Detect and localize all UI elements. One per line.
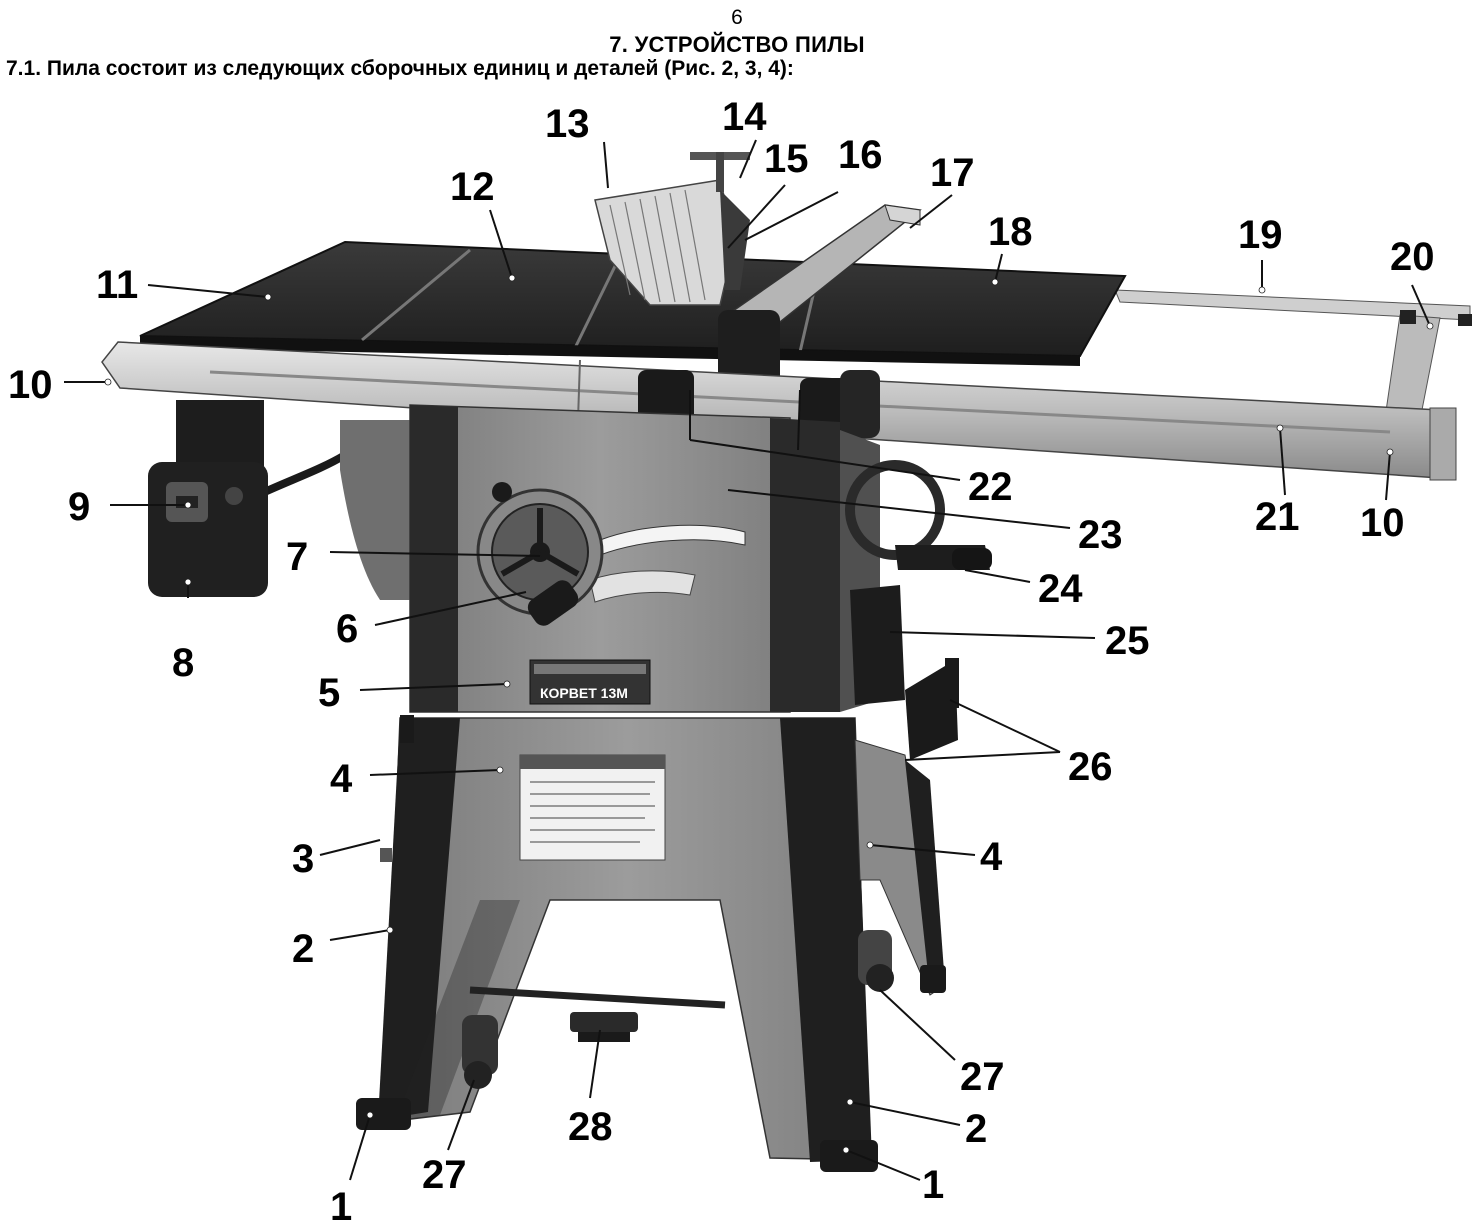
callout-1-right: 1: [922, 1163, 944, 1207]
callout-18: 18: [988, 210, 1033, 254]
callout-17: 17: [930, 151, 975, 195]
stand: [356, 715, 946, 1172]
side-mechanisms: [845, 460, 992, 760]
callout-1-left: 1: [330, 1185, 352, 1225]
callout-24: 24: [1038, 567, 1083, 611]
callout-27-left: 27: [422, 1153, 467, 1197]
blade-guard: [594, 152, 750, 306]
callout-numbers: 11 12 13 14 15 16 17 18 19 20 10 10 21 2…: [8, 95, 1435, 1225]
page-number: 6: [731, 6, 743, 29]
callout-7: 7: [286, 535, 308, 579]
section-title: 7. УСТРОЙСТВО ПИЛЫ: [609, 32, 865, 57]
extension-frame: [1114, 289, 1472, 421]
callout-10-left: 10: [8, 363, 53, 407]
callout-10-right: 10: [1360, 501, 1405, 545]
callout-2-left: 2: [292, 927, 314, 971]
callout-14: 14: [722, 95, 767, 139]
callout-6: 6: [336, 607, 358, 651]
callout-22: 22: [968, 465, 1013, 509]
callout-23: 23: [1078, 513, 1123, 557]
callout-3: 3: [292, 837, 314, 881]
leader-lines: [64, 139, 1434, 1181]
callout-15: 15: [764, 137, 809, 181]
callout-12: 12: [450, 165, 495, 209]
callout-8: 8: [172, 641, 194, 685]
callout-19: 19: [1238, 213, 1283, 257]
callout-20: 20: [1390, 235, 1435, 279]
front-rail: [101, 341, 1457, 481]
saw-body: КОРВЕТ 13М: [409, 404, 880, 713]
intro-paragraph: 7.1. Пила состоит из следующих сборочных…: [6, 57, 794, 80]
callout-5: 5: [318, 671, 340, 715]
callout-26: 26: [1068, 745, 1113, 789]
callout-4-left: 4: [330, 757, 353, 801]
callout-13: 13: [545, 102, 590, 146]
callout-28: 28: [568, 1105, 613, 1149]
callout-11: 11: [96, 263, 138, 307]
callout-9: 9: [68, 485, 90, 529]
callout-21: 21: [1255, 495, 1300, 539]
nameplate-brand: КОРВЕТ 13М: [540, 685, 628, 701]
callout-25: 25: [1105, 619, 1150, 663]
callout-27-right: 27: [960, 1055, 1005, 1099]
callout-4-right: 4: [980, 835, 1003, 879]
callout-2-right: 2: [965, 1107, 987, 1151]
callout-16: 16: [838, 133, 883, 177]
